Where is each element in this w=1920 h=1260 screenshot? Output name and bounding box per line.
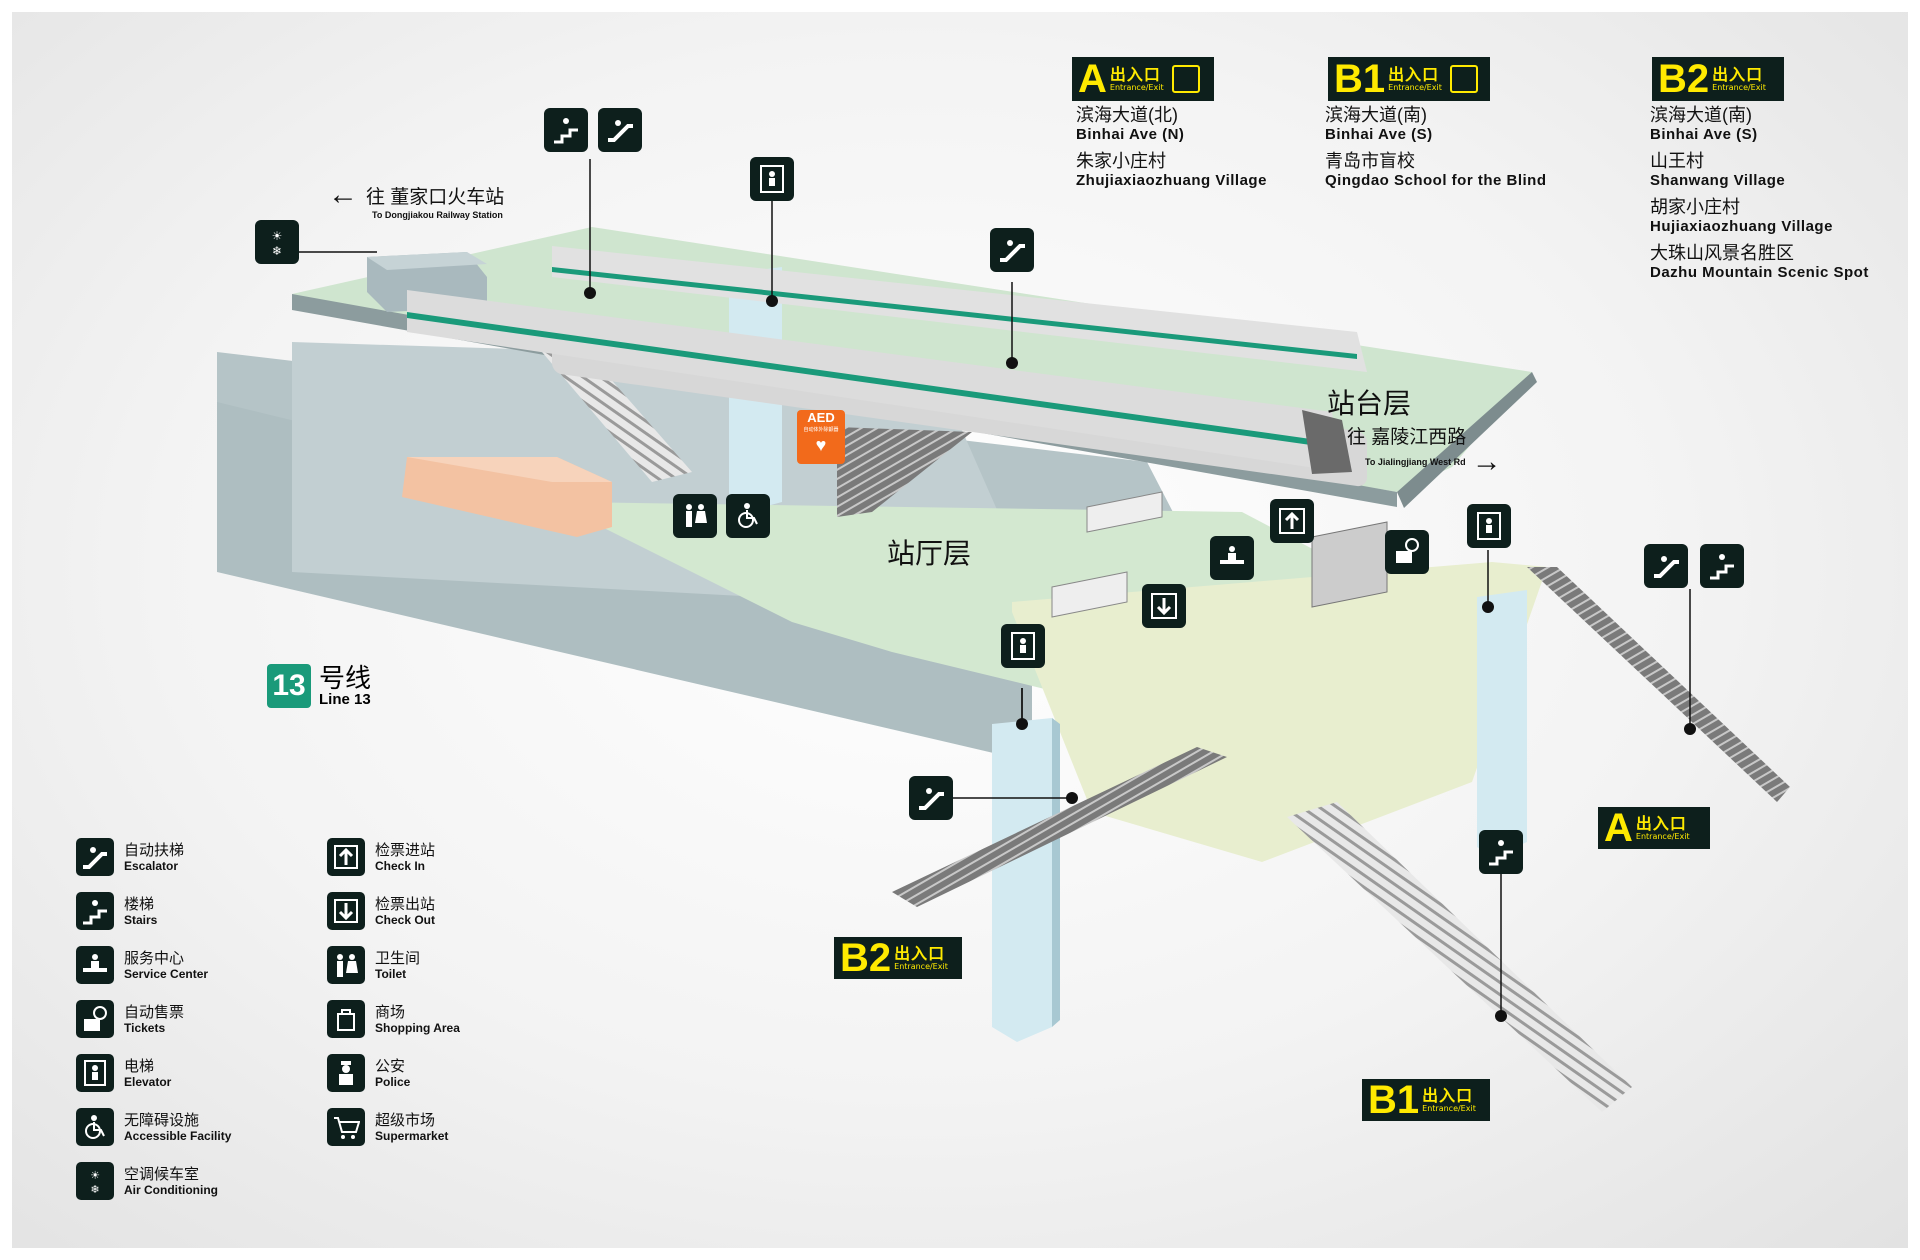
service-center-icon (1210, 536, 1254, 580)
escalator-icon (1644, 544, 1688, 588)
exit-letter: A (1078, 57, 1107, 101)
elevator-icon (1001, 624, 1045, 668)
check-out-icon (1142, 584, 1186, 628)
stairs-icon (76, 892, 114, 930)
exit-letter: B2 (1658, 57, 1710, 101)
escalator-icon (990, 228, 1034, 272)
air-conditioning-icon: ☀❄ (76, 1162, 114, 1200)
elevator-icon (76, 1054, 114, 1092)
line-number-badge: 13 (267, 664, 311, 708)
direction-jialingjiang: 往 嘉陵江西路 To Jialingjiang West Rd → (1347, 427, 1502, 478)
elevator-icon (1467, 504, 1511, 548)
check-out-icon (327, 892, 365, 930)
police-icon (327, 1054, 365, 1092)
stairs-platform (542, 352, 692, 482)
elevator-icon (1449, 65, 1478, 93)
svg-text:❄: ❄ (90, 1183, 99, 1195)
elevator-icon (1171, 65, 1200, 93)
stairs-icon (1700, 544, 1744, 588)
elevator-icon (750, 157, 794, 201)
escalator-icon (598, 108, 642, 152)
escalator-platform (837, 427, 972, 517)
arrow-right-icon: → (1471, 445, 1502, 478)
supermarket-icon (327, 1108, 365, 1146)
stairs-icon (544, 108, 588, 152)
ticket-machines (1311, 521, 1388, 608)
escalator-exit-a (1527, 567, 1790, 802)
accessible-icon (726, 494, 770, 538)
direction-dongjiakou: ← 往 董家口火车站 To Dongjiakou Railway Station (328, 178, 505, 221)
air-conditioning-icon: ☀❄ (255, 220, 299, 264)
escalator-exit-b2 (892, 747, 1227, 907)
tickets-icon (1385, 530, 1429, 574)
stairs-icon (1479, 830, 1523, 874)
stairs-exit-b1 (1287, 802, 1632, 1112)
line-13-label: 13 号线 Line 13 (267, 664, 371, 708)
tickets-icon (76, 1000, 114, 1038)
platform-level-label: 站台层 (1327, 388, 1412, 419)
train-rear (552, 246, 1367, 372)
pillar-center (992, 718, 1052, 1042)
gates-entry (1086, 491, 1163, 533)
arrow-left-icon: ← (328, 178, 358, 211)
platform-edge-right (1397, 372, 1537, 508)
escalator-icon (76, 838, 114, 876)
gates-exit (1051, 571, 1128, 618)
check-in-icon (1270, 499, 1314, 543)
check-in-icon (327, 838, 365, 876)
concourse-level-label: 站厅层 (887, 538, 972, 569)
escalator-icon (909, 776, 953, 820)
station-3d-illustration (217, 159, 1790, 1112)
accessible-icon (76, 1108, 114, 1146)
toilet-icon (327, 946, 365, 984)
exit-letter: B1 (1334, 57, 1386, 101)
service-center-icon (76, 946, 114, 984)
train-front (407, 290, 1352, 474)
heart-icon: ♥ (815, 435, 827, 455)
toilet-icon (673, 494, 717, 538)
svg-text:☀: ☀ (272, 229, 283, 243)
aed-sign: AED 自动体外除颤器 ♥ (797, 410, 845, 464)
svg-text:❄: ❄ (272, 244, 282, 257)
svg-text:☀: ☀ (90, 1169, 100, 1182)
shopping-icon (327, 1000, 365, 1038)
pillar-right (1477, 590, 1527, 857)
